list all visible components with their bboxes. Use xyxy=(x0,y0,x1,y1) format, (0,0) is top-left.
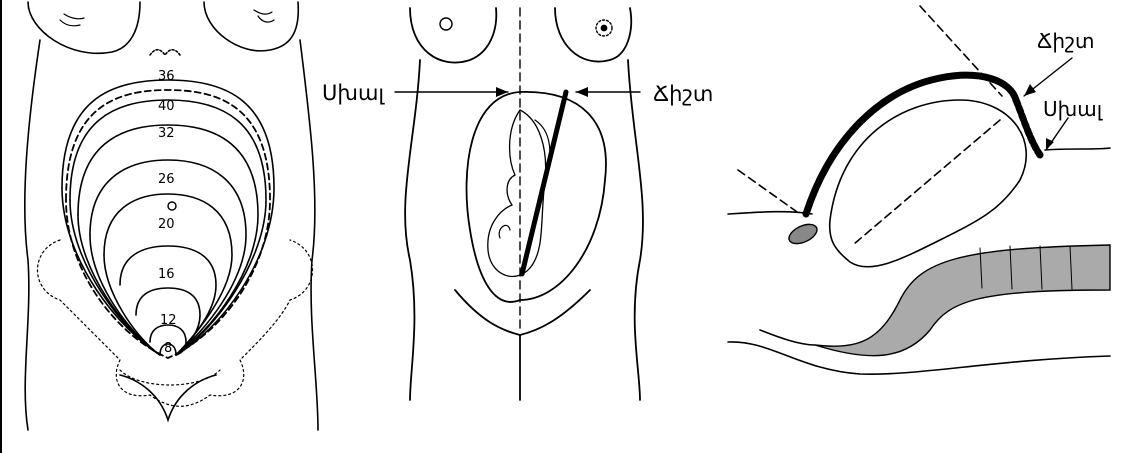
week-label-12: 12 xyxy=(160,313,177,328)
week-label-16: 16 xyxy=(158,267,175,282)
torso-right-edge xyxy=(628,60,643,400)
uterus-outline xyxy=(467,92,606,302)
torso-left-edge xyxy=(25,40,40,430)
side-correct-label: Ճիշտ xyxy=(1037,29,1094,53)
wrong-measure-segment xyxy=(1016,100,1040,155)
week-label-36: 36 xyxy=(158,69,175,84)
frontal-wrong-label: Սխալ xyxy=(322,81,385,105)
spine xyxy=(815,245,1110,356)
torso-left-edge xyxy=(405,60,420,400)
panel-side-measurement xyxy=(728,6,1110,374)
week-label-26: 26 xyxy=(158,172,175,187)
side-wrong-label: Սխալ xyxy=(1043,97,1104,121)
torso-right-edge xyxy=(300,40,318,430)
left-breast xyxy=(28,2,140,53)
navel-icon xyxy=(168,202,176,210)
left-nipple-icon xyxy=(440,18,452,30)
correct-measure-line xyxy=(806,75,1016,214)
right-breast xyxy=(204,2,298,51)
frontal-correct-label: Ճիշտ xyxy=(653,82,713,106)
correct-measure-line xyxy=(522,92,566,274)
week-label-8: 8 xyxy=(164,341,172,356)
week-labels: 36 40 32 26 20 16 12 8 xyxy=(158,69,177,356)
week-label-32: 32 xyxy=(158,126,175,141)
panel-fundal-height xyxy=(25,2,318,430)
pubic-bone xyxy=(786,220,820,247)
week-label-40: 40 xyxy=(158,99,175,114)
panel-frontal-measurement xyxy=(395,8,643,400)
week-label-20: 20 xyxy=(158,217,175,232)
